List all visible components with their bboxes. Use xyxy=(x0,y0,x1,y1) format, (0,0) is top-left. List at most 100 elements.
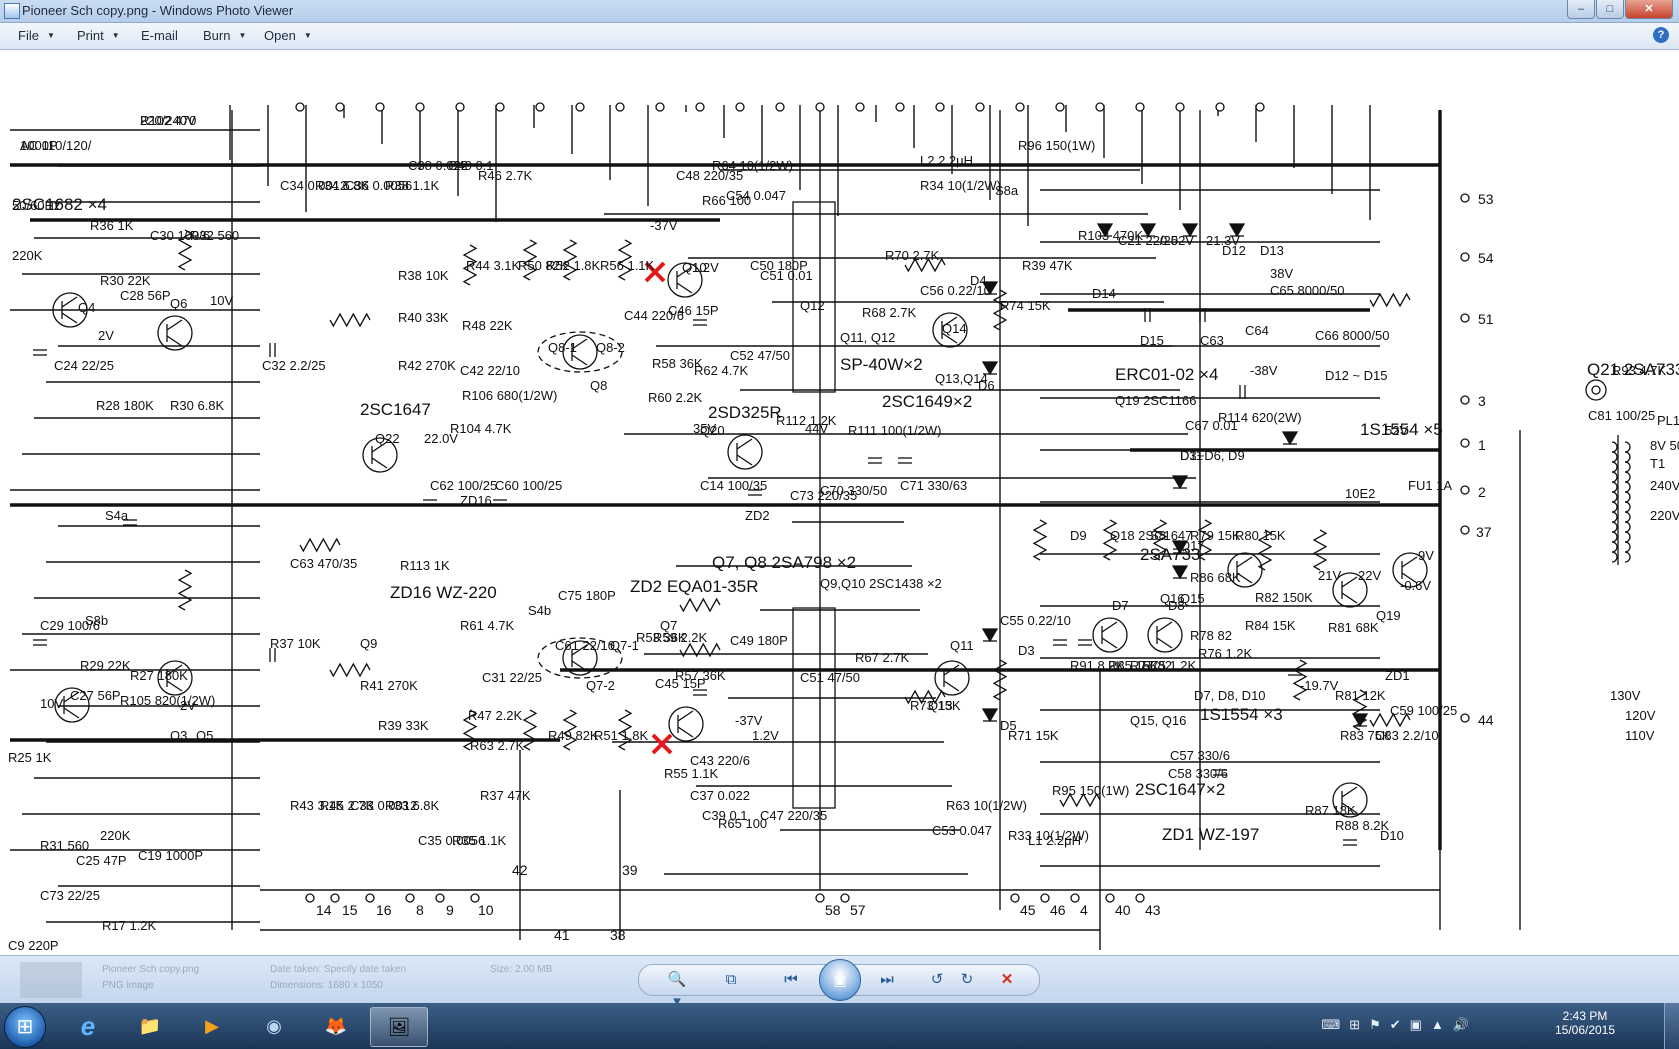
info-date-taken: Date taken: Specify date taken xyxy=(270,964,407,975)
schematic-label: R51 1.8K xyxy=(594,728,649,743)
previous-icon[interactable]: ⏮ xyxy=(784,971,798,988)
schematic-label: C37 0.022 xyxy=(690,788,750,803)
schematic-label: 8V 50mA xyxy=(1650,438,1679,453)
internet-explorer-icon[interactable]: e xyxy=(80,1011,96,1041)
keyboard-icon[interactable]: ⌨ xyxy=(1321,1017,1341,1032)
schematic-label: 1S1554 ×5 xyxy=(1360,420,1443,439)
schematic-label: 2SC1649×2 xyxy=(882,392,972,411)
clock[interactable]: 2:43 PM 15/06/2015 xyxy=(1545,1009,1625,1037)
minimize-button[interactable]: – xyxy=(1567,0,1595,19)
menu-print[interactable]: Print▼ xyxy=(77,28,120,43)
schematic-label: D13 xyxy=(1260,243,1284,258)
schematic-label: 22V xyxy=(1358,568,1381,583)
firefox-icon[interactable]: 🦊 xyxy=(324,1016,348,1036)
schematic-label: 21V xyxy=(1318,568,1341,583)
file-info-panel: Pioneer Sch copy.png PNG image Date take… xyxy=(20,962,580,998)
info-size: Size: 2.00 MB xyxy=(490,964,553,975)
schematic-label: R88 8.2K xyxy=(1335,818,1390,833)
schematic-label: Q12 xyxy=(800,298,825,313)
close-button[interactable]: ✕ xyxy=(1625,0,1673,19)
file-thumbnail xyxy=(20,962,82,998)
schematic-label: 2V xyxy=(98,328,114,343)
schematic-label: D7, D8, D10 xyxy=(1194,688,1266,703)
schematic-label: D7 xyxy=(1112,598,1129,613)
rotate-clockwise-icon[interactable]: ↻ xyxy=(960,971,974,988)
schematic-label: Q19 xyxy=(1376,608,1401,623)
schematic-label: R77 82 xyxy=(1130,658,1172,673)
info-type: PNG image xyxy=(102,980,154,991)
maximize-button[interactable]: □ xyxy=(1596,0,1624,19)
schematic-label: C42 22/10 xyxy=(460,363,520,378)
check-icon[interactable]: ✔ xyxy=(1389,1017,1401,1032)
schematic-label: 2SC1682 ×4 xyxy=(12,195,107,214)
schematic-label: C46 15P xyxy=(668,303,719,318)
schematic-label: R49 82K xyxy=(548,728,599,743)
photo-viewer-taskbar-icon[interactable]: 🖼 xyxy=(370,1007,428,1047)
schematic-label: Q11 xyxy=(950,638,974,653)
terminal-number: 39 xyxy=(622,862,638,878)
help-icon[interactable]: ? xyxy=(1653,27,1669,43)
window-title: Pioneer Sch copy.png - Windows Photo Vie… xyxy=(22,3,294,18)
menu-open[interactable]: Open▼ xyxy=(264,28,312,43)
menu-burn[interactable]: Burn▼ xyxy=(203,28,246,43)
schematic-label: C61 22/10 xyxy=(555,638,615,653)
schematic-label: PL1 xyxy=(1657,413,1679,428)
zoom-icon[interactable]: 🔍▾ xyxy=(667,971,687,1010)
schematic-label: 1S1554 ×3 xyxy=(1200,705,1283,724)
schematic-label: C43 220/6 xyxy=(690,753,750,768)
schematic-label: R86 68K xyxy=(1190,570,1241,585)
terminal-number: 53 xyxy=(1478,191,1494,207)
schematic-label: C24 22/25 xyxy=(54,358,114,373)
next-icon[interactable]: ⏭ xyxy=(880,971,894,988)
schematic-label: D14 xyxy=(1092,286,1116,301)
schematic-label: C39 0.1 xyxy=(702,808,748,823)
schematic-label: R48 22K xyxy=(462,318,513,333)
schematic-label: D12 ~ D15 xyxy=(1325,368,1388,383)
schematic-label: R63 10(1/2W) xyxy=(946,798,1027,813)
schematic-label: R104 4.7K xyxy=(450,421,512,436)
media-player-icon[interactable]: ▶ xyxy=(205,1016,219,1036)
schematic-label: -19.7V xyxy=(1300,678,1339,693)
schematic-label: R111 100(1/2W) xyxy=(848,423,941,438)
network-icon[interactable]: ▲ xyxy=(1430,1017,1444,1032)
schematic-label: R80 15K xyxy=(1235,528,1286,543)
slideshow-button[interactable]: ▣ xyxy=(819,959,861,1001)
schematic-label: R42 270K xyxy=(398,358,456,373)
actual-size-icon[interactable]: ⧉ xyxy=(725,971,737,988)
schematic-label: R45 2.7K xyxy=(320,798,375,813)
terminal-number: 38 xyxy=(610,927,626,943)
schematic-label: R55 1.1K xyxy=(664,766,719,781)
menu-file[interactable]: File▼ xyxy=(18,28,55,43)
monitor-icon[interactable]: ▣ xyxy=(1409,1017,1422,1032)
app-icon[interactable]: ◉ xyxy=(266,1016,282,1036)
windows-icon[interactable]: ⊞ xyxy=(1349,1017,1361,1032)
schematic-label: 50/60Hz xyxy=(12,198,60,213)
schematic-label: Q7 xyxy=(660,618,677,633)
schematic-label: C64 xyxy=(1245,323,1269,338)
clock-date: 15/06/2015 xyxy=(1554,1023,1616,1037)
show-desktop-button[interactable] xyxy=(1664,1003,1679,1049)
rotate-counterclockwise-icon[interactable]: ↺ xyxy=(930,971,944,988)
schematic-label: S8 xyxy=(1150,528,1166,543)
chevron-down-icon: ▼ xyxy=(238,31,247,40)
delete-icon[interactable]: ✕ xyxy=(1000,971,1014,988)
schematic-label: 220V xyxy=(1650,508,1679,523)
schematic-label: R46 2.7K xyxy=(478,168,533,183)
flag-icon[interactable]: ⚑ xyxy=(1369,1017,1381,1032)
schematic-label: R32 560 xyxy=(190,228,239,243)
schematic-label: C60 100/25 xyxy=(495,478,562,493)
menu-email[interactable]: E-mail xyxy=(141,28,178,43)
schematic-label: C73 22/25 xyxy=(40,888,100,903)
schematic-label: C51 0.01 xyxy=(760,268,813,283)
schematic-label: 1.2V xyxy=(692,260,719,275)
schematic-label: 2V xyxy=(180,698,196,713)
volume-icon[interactable]: 🔊 xyxy=(1452,1017,1469,1032)
start-button[interactable]: ⊞ xyxy=(4,1006,46,1048)
schematic-label: Q20 xyxy=(700,423,725,438)
file-explorer-icon[interactable]: 📁 xyxy=(138,1016,162,1036)
schematic-label: ZD2 xyxy=(745,508,770,523)
schematic-label: R39 47K xyxy=(1022,258,1073,273)
schematic-label: C45 15P xyxy=(655,676,706,691)
schematic-label: C44 220/6 xyxy=(624,308,684,323)
